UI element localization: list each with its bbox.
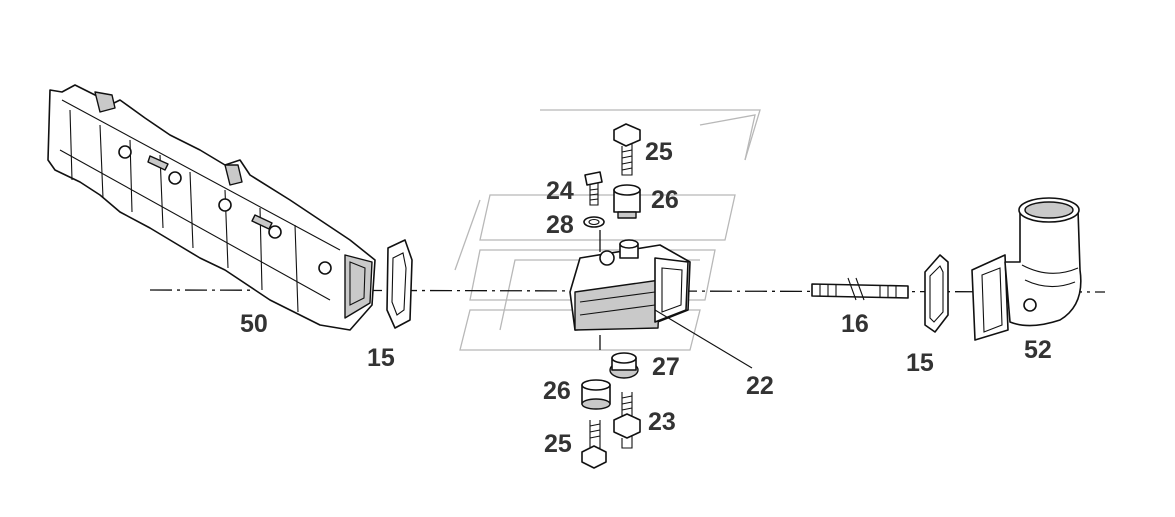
part-26-cap-bottom — [581, 379, 611, 410]
callout-23: 23 — [648, 408, 676, 436]
part-24-screw — [584, 171, 603, 206]
callout-22: 22 — [746, 372, 774, 400]
leader-line-22 — [654, 309, 753, 369]
part-15-gasket-left — [386, 239, 413, 329]
callout-15-right: 15 — [906, 349, 934, 377]
callout-15-left: 15 — [367, 344, 395, 372]
callout-26-bottom: 26 — [543, 377, 571, 405]
part-50-exhaust-manifold — [47, 84, 376, 331]
part-52-elbow — [971, 197, 1082, 341]
part-25-bolt-top — [613, 123, 641, 176]
part-22-housing — [569, 244, 691, 331]
callout-27: 27 — [652, 353, 680, 381]
part-26-cap-top — [613, 184, 641, 219]
part-23-stud — [613, 392, 641, 449]
callout-25-top: 25 — [645, 138, 673, 166]
callout-25-bottom: 25 — [544, 430, 572, 458]
callout-26-top: 26 — [651, 186, 679, 214]
callout-24: 24 — [546, 177, 574, 205]
part-28-washer — [583, 216, 605, 228]
callout-52: 52 — [1024, 336, 1052, 364]
callout-50: 50 — [240, 310, 268, 338]
callout-16: 16 — [841, 310, 869, 338]
part-27-plug — [609, 352, 639, 379]
callout-28: 28 — [546, 211, 574, 239]
part-16-stud — [811, 277, 909, 301]
part-26-cap-mid — [619, 239, 639, 259]
part-25-bolt-bottom — [581, 420, 607, 469]
part-15-gasket-right — [924, 254, 949, 333]
